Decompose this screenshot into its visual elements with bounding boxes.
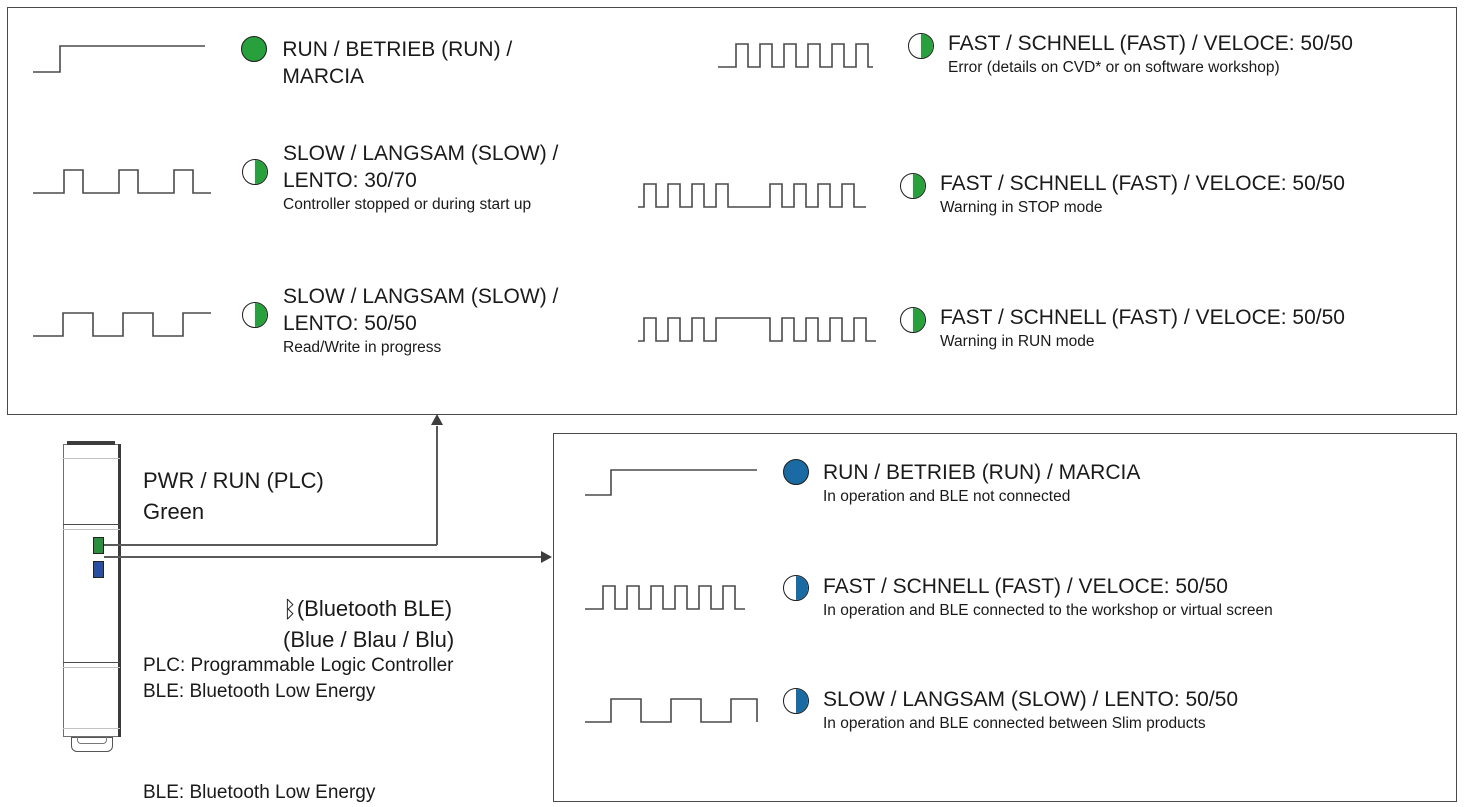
led-indicator-green-half	[242, 302, 268, 328]
green-row-slow-3070: SLOW / LANGSAM (SLOW) / LENTO: 30/70 Con…	[33, 140, 593, 215]
device-seam-upper	[63, 524, 120, 525]
waveform-fast-50-50	[585, 573, 763, 616]
blue-led-panel	[553, 433, 1457, 802]
device-right-edge	[118, 444, 121, 737]
green-row-run: RUN / BETRIEB (RUN) / MARCIA	[33, 36, 593, 91]
bluetooth-icon: ᛒ	[283, 596, 297, 622]
green-row-sub: Warning in RUN mode	[940, 333, 1095, 350]
led-indicator-blue-solid	[783, 459, 809, 485]
device-body	[63, 444, 120, 737]
device-seam-upper2	[63, 529, 120, 530]
green-row-error: FAST / SCHNELL (FAST) / VELOCE: 50/50 Er…	[718, 30, 1438, 78]
waveform-step-high	[585, 459, 763, 501]
waveform-fast-50-50	[718, 30, 886, 74]
blue-row-fast: FAST / SCHNELL (FAST) / VELOCE: 50/50 In…	[585, 573, 1425, 621]
led-indicator-blue-half	[783, 688, 809, 714]
blue-row-sub: In operation and BLE not connected	[823, 488, 1071, 505]
green-row-title: FAST / SCHNELL (FAST) / VELOCE: 50/50	[948, 32, 1353, 55]
green-row-title: RUN / BETRIEB (RUN) / MARCIA	[282, 38, 513, 88]
led-indicator-blue-half	[783, 575, 809, 601]
waveform-slow-50-50	[33, 283, 213, 343]
green-row-slow-5050: SLOW / LANGSAM (SLOW) / LENTO: 50/50 Rea…	[33, 283, 593, 358]
green-row-title: SLOW / LANGSAM (SLOW) / LENTO: 30/70	[283, 142, 559, 192]
device-din-foot-inner	[77, 737, 107, 744]
waveform-burst-high-gap	[638, 304, 878, 348]
plc-device-illustration	[57, 440, 127, 752]
device-seam-top	[63, 458, 120, 459]
blue-row-title: FAST / SCHNELL (FAST) / VELOCE: 50/50	[823, 575, 1228, 598]
connector-blue-horizontal	[104, 556, 542, 558]
device-seam-lower2	[63, 667, 120, 668]
device-top-cap	[67, 441, 115, 445]
device-led-blue	[93, 561, 104, 578]
label-bluetooth-text: (Bluetooth BLE) (Blue / Blau / Blu)	[283, 596, 455, 652]
green-row-sub: Read/Write in progress	[283, 339, 442, 356]
connector-blue-arrow	[541, 551, 552, 563]
led-indicator-green-half	[900, 307, 926, 333]
waveform-slow-30-70	[33, 140, 213, 200]
waveform-burst-low-gap	[638, 170, 878, 214]
connector-green-horizontal	[104, 544, 437, 546]
device-din-foot	[71, 737, 113, 752]
blue-row-title: SLOW / LANGSAM (SLOW) / LENTO: 50/50	[823, 688, 1239, 711]
blue-row-sub: In operation and BLE connected to the wo…	[823, 602, 1273, 619]
led-indicator-green-solid	[241, 36, 268, 62]
green-row-sub: Error (details on CVD* or on software wo…	[948, 59, 1280, 76]
green-row-title: SLOW / LANGSAM (SLOW) / LENTO: 50/50	[283, 285, 559, 335]
green-row-title: FAST / SCHNELL (FAST) / VELOCE: 50/50	[940, 172, 1345, 195]
waveform-slow-50-50	[585, 686, 763, 729]
device-seam-bottom	[63, 728, 120, 729]
waveform-step-high	[33, 36, 213, 78]
green-led-panel	[7, 7, 1457, 415]
green-row-sub: Controller stopped or during start up	[283, 196, 532, 213]
green-row-warning-run: FAST / SCHNELL (FAST) / VELOCE: 50/50 Wa…	[638, 304, 1438, 352]
label-bluetooth-group: ᛒ(Bluetooth BLE) (Blue / Blau / Blu)	[283, 562, 583, 655]
led-indicator-green-half	[242, 159, 268, 185]
led-indicator-green-half	[900, 173, 926, 199]
blue-row-slow: SLOW / LANGSAM (SLOW) / LENTO: 50/50 In …	[585, 686, 1425, 734]
connector-green-vertical	[436, 426, 438, 545]
device-led-green	[93, 537, 104, 554]
legend-abbreviations: PLC: Programmable Logic Controller BLE: …	[143, 655, 454, 702]
legend-ble: BLE: Bluetooth Low Energy	[143, 782, 376, 803]
blue-row-run: RUN / BETRIEB (RUN) / MARCIA In operatio…	[585, 459, 1425, 507]
blue-row-sub: In operation and BLE connected between S…	[823, 715, 1206, 732]
connector-green-arrow	[431, 414, 443, 425]
led-indicator-green-half	[908, 33, 934, 59]
device-seam-lower	[63, 662, 120, 663]
green-row-sub: Warning in STOP mode	[940, 199, 1103, 216]
label-pwr-run-green: PWR / RUN (PLC) Green	[143, 468, 324, 524]
blue-row-title: RUN / BETRIEB (RUN) / MARCIA	[823, 461, 1141, 484]
green-row-warning-stop: FAST / SCHNELL (FAST) / VELOCE: 50/50 Wa…	[638, 170, 1438, 218]
green-row-title: FAST / SCHNELL (FAST) / VELOCE: 50/50	[940, 306, 1345, 329]
